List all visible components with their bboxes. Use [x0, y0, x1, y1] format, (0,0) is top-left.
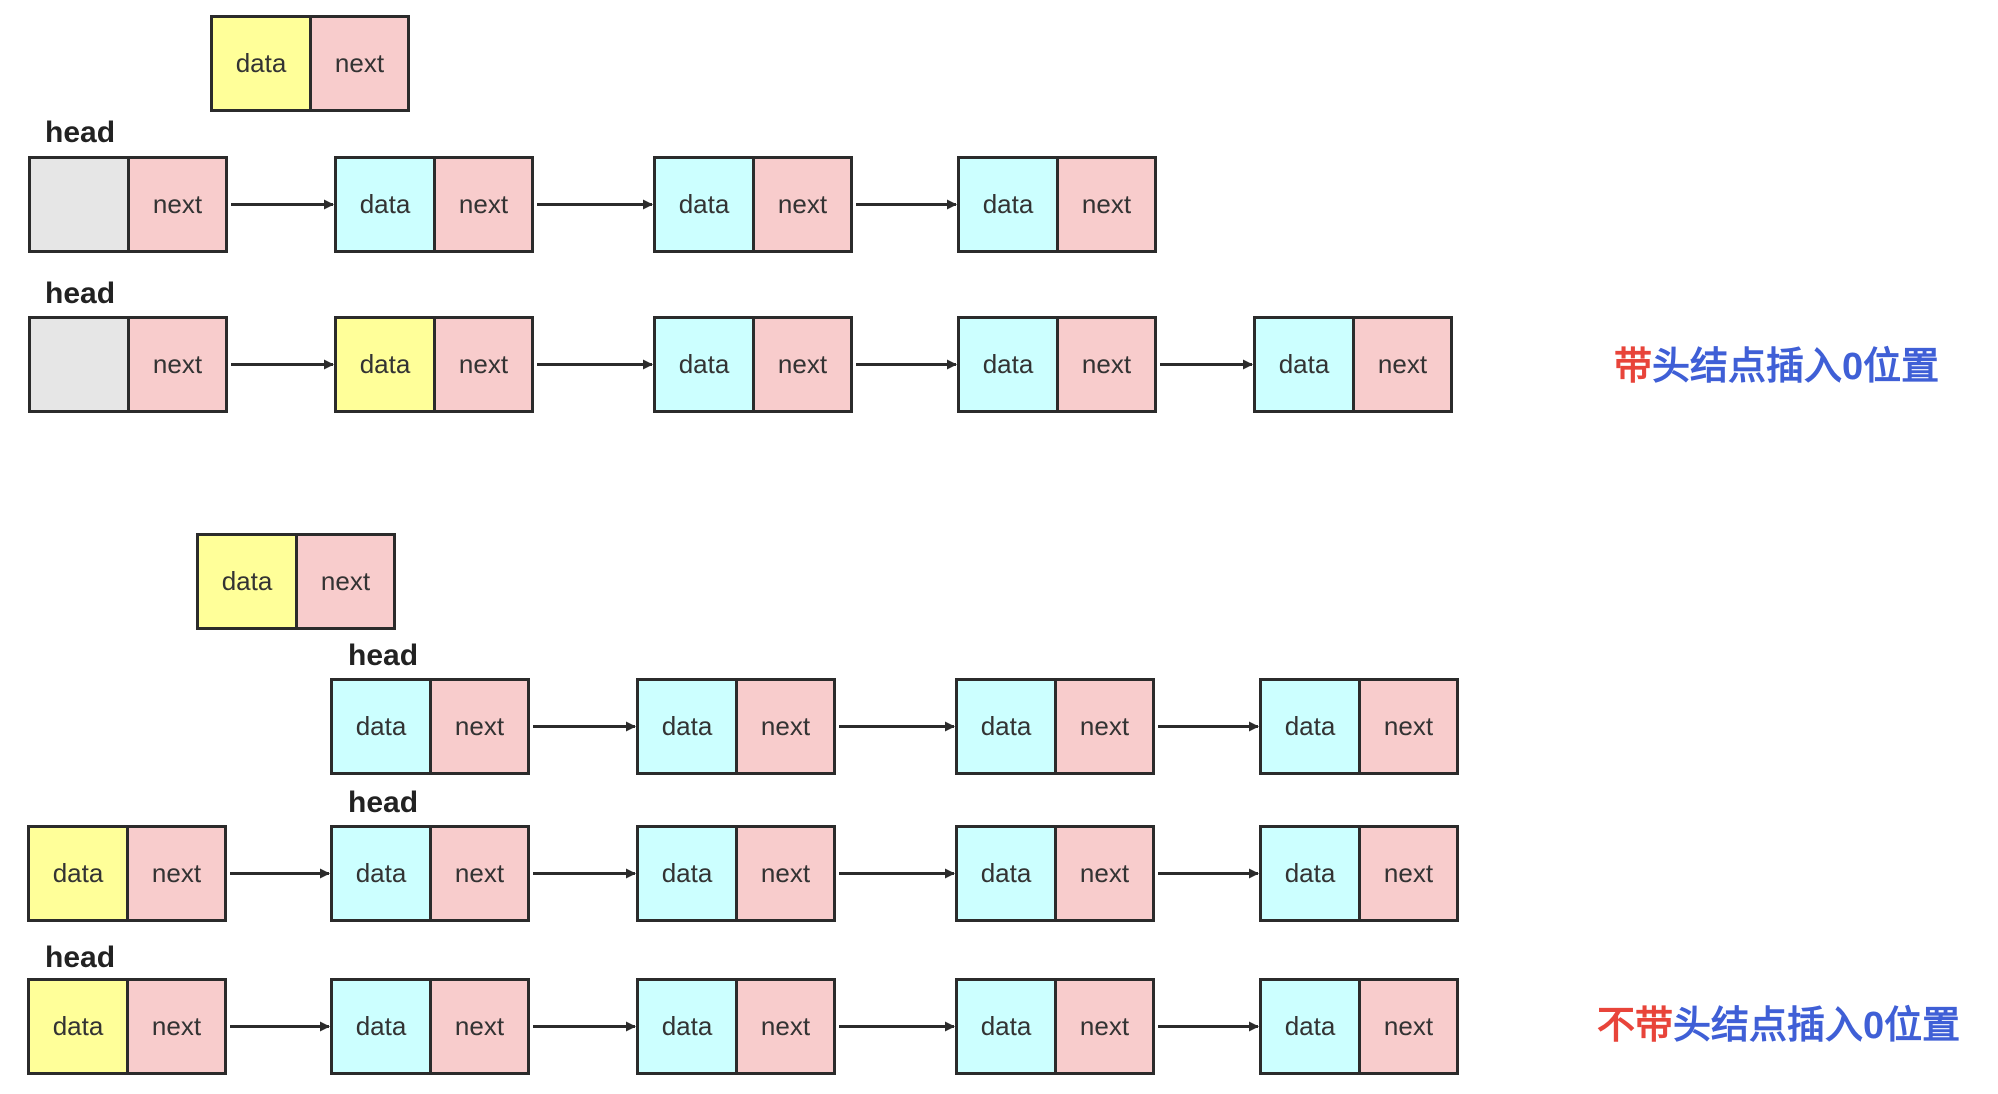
node-row4-3-data-cell: data — [955, 825, 1057, 922]
node-row3-4-next-cell: next — [1358, 678, 1459, 775]
node-row2-2-next-cell: next — [752, 316, 853, 413]
head-label-section2-row3: head — [45, 941, 116, 974]
node-row5-3-data-cell: data — [955, 978, 1057, 1075]
new-node-section1-data-cell: data — [210, 15, 312, 112]
node-row3-4-data-cell: data — [1259, 678, 1361, 775]
inserted-node-row2-next-cell: next — [433, 316, 534, 413]
node-row5-1-data-cell: data — [330, 978, 432, 1075]
node-row2-4-next-cell: next — [1352, 316, 1453, 413]
node-row4-4-next-cell: next — [1358, 825, 1459, 922]
new-head-node-row5-data-cell: data — [27, 978, 129, 1075]
node-row5-3-next-cell: next — [1054, 978, 1155, 1075]
node-row3-1-data-cell: data — [330, 678, 432, 775]
new-node-section2-next-cell: next — [295, 533, 396, 630]
node-row4-3-next-cell: next — [1054, 825, 1155, 922]
node-row5-1-next-cell: next — [429, 978, 530, 1075]
caption-without-head-node: 不带头结点插入0位置 — [1597, 1007, 1960, 1045]
new-node-row4-next-cell: next — [126, 825, 227, 922]
head-label-section2-row1: head — [348, 639, 419, 672]
node-row1-3-data-cell: data — [957, 156, 1059, 253]
node-row5-4-next-cell: next — [1358, 978, 1459, 1075]
new-node-row4-data-cell: data — [27, 825, 129, 922]
caption-without-head-blue: 头结点插入0位置 — [1673, 1005, 1961, 1047]
node-row4-1-next-cell: next — [429, 825, 530, 922]
node-row5-4-data-cell: data — [1259, 978, 1361, 1075]
node-row2-3-data-cell: data — [957, 316, 1059, 413]
head-node-row1-next-cell: next — [127, 156, 228, 253]
pointer-arrows — [230, 199, 1259, 1032]
head-label-section1-row2: head — [45, 277, 116, 310]
node-row5-2-next-cell: next — [735, 978, 836, 1075]
node-row1-3-next-cell: next — [1056, 156, 1157, 253]
node-row4-4-data-cell: data — [1259, 825, 1361, 922]
node-row3-2-next-cell: next — [735, 678, 836, 775]
new-head-node-row5-next-cell: next — [126, 978, 227, 1075]
node-row4-1-data-cell: data — [330, 825, 432, 922]
node-row2-4-data-cell: data — [1253, 316, 1355, 413]
node-row1-2-next-cell: next — [752, 156, 853, 253]
node-row3-3-next-cell: next — [1054, 678, 1155, 775]
node-row5-2-data-cell: data — [636, 978, 738, 1075]
caption-with-head-node: 带头结点插入0位置 — [1614, 348, 1939, 386]
head-label-section1-row1: head — [45, 116, 116, 149]
node-row4-2-next-cell: next — [735, 825, 836, 922]
node-row3-1-next-cell: next — [429, 678, 530, 775]
inserted-node-row2-data-cell: data — [334, 316, 436, 413]
caption-without-head-red: 不带 — [1597, 1005, 1674, 1047]
caption-with-head-blue: 头结点插入0位置 — [1652, 346, 1940, 388]
head-label-section2-row2: head — [348, 786, 419, 819]
node-row1-2-data-cell: data — [653, 156, 755, 253]
new-node-section2-data-cell: data — [196, 533, 298, 630]
caption-with-head-red: 带 — [1614, 346, 1653, 388]
node-row2-2-data-cell: data — [653, 316, 755, 413]
head-node-row2-data-cell — [28, 316, 130, 413]
node-row4-2-data-cell: data — [636, 825, 738, 922]
head-node-row1-data-cell — [28, 156, 130, 253]
node-row2-3-next-cell: next — [1056, 316, 1157, 413]
head-node-row2-next-cell: next — [127, 316, 228, 413]
node-row1-1-next-cell: next — [433, 156, 534, 253]
node-row1-1-data-cell: data — [334, 156, 436, 253]
node-row3-3-data-cell: data — [955, 678, 1057, 775]
new-node-section1-next-cell: next — [309, 15, 410, 112]
node-row3-2-data-cell: data — [636, 678, 738, 775]
